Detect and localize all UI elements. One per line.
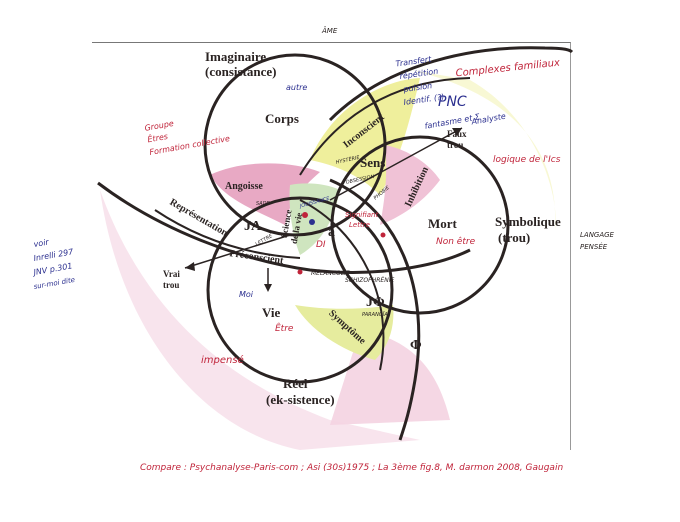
note-autre: autre bbox=[286, 83, 307, 92]
note-pnc: PNC bbox=[438, 94, 467, 110]
note-signifiant-lettre: Lettre bbox=[349, 221, 370, 229]
dot-red-1 bbox=[302, 212, 308, 218]
note-langage: LANGAGE bbox=[580, 231, 615, 239]
note-moi: Moi bbox=[239, 290, 254, 299]
note-voir-3: JNV p.301 bbox=[31, 261, 73, 277]
note-etre: Être bbox=[275, 322, 294, 334]
lens-symptome-yellow bbox=[295, 305, 394, 360]
circle-symbolique bbox=[330, 135, 510, 315]
footer-note: Compare : Psychanalyse-Paris-com ; Asi (… bbox=[140, 462, 563, 473]
label-reel: Réel bbox=[283, 376, 308, 391]
label-ja: JA bbox=[244, 219, 262, 234]
label-symbolique: Symbolique bbox=[495, 214, 561, 229]
note-voir-1: voir bbox=[33, 237, 50, 249]
label-phi: Φ bbox=[410, 338, 422, 353]
circle-reel bbox=[206, 196, 394, 384]
label-vrai: Vrai bbox=[163, 269, 180, 279]
band-outer-top-inner bbox=[299, 77, 471, 176]
arrow-head-vrai-trou bbox=[185, 262, 195, 271]
note-di: DI bbox=[316, 240, 326, 250]
note-sade: SADE bbox=[256, 201, 270, 207]
label-symbolique-sub: (trou) bbox=[498, 230, 530, 245]
label-corps: Corps bbox=[265, 111, 299, 126]
label-a: a bbox=[328, 225, 335, 240]
note-obsession: OBSESSION bbox=[345, 174, 375, 186]
arrow-faux-trou bbox=[329, 127, 463, 201]
band-lower-swoop-inner bbox=[299, 199, 385, 371]
header-mark: ÂME bbox=[321, 26, 338, 35]
note-non-etre: Non être bbox=[436, 236, 476, 247]
label-vie: Vie bbox=[262, 305, 281, 320]
label-imaginaire: Imaginaire bbox=[205, 49, 266, 64]
note-transfert-3: pulsion bbox=[402, 81, 433, 94]
label-science-vie-1: Science bbox=[279, 209, 294, 239]
note-complexes: Complexes familiaux bbox=[455, 58, 560, 80]
label-representation: Représentation bbox=[168, 197, 230, 239]
label-faux-trou: trou bbox=[447, 140, 463, 150]
note-paranoia: PARANOÏA bbox=[362, 311, 388, 318]
note-signifiant: Signifiant bbox=[345, 211, 378, 219]
label-angoisse: Angoisse bbox=[225, 181, 263, 192]
dot-red-2 bbox=[297, 269, 303, 275]
label-imaginaire-sub: (consistance) bbox=[205, 64, 277, 79]
band-outer-left bbox=[97, 181, 471, 274]
label-mort: Mort bbox=[428, 216, 458, 231]
label-jphi: JΦ bbox=[366, 295, 385, 310]
note-left-2: Êtres bbox=[146, 130, 168, 144]
note-impense: impensé bbox=[201, 354, 244, 366]
band-outer-top bbox=[328, 46, 574, 122]
note-melancolie: MÉLANCOLIE bbox=[311, 269, 350, 277]
arrow-head-down bbox=[264, 284, 272, 292]
label-sens: Sens bbox=[360, 155, 385, 170]
label-reel-sub: (ek-sistence) bbox=[266, 392, 335, 407]
note-schizo: SCHIZOPHRÉNIE bbox=[345, 276, 394, 284]
arrow-head-faux-trou bbox=[452, 128, 462, 136]
note-left-1: Groupe bbox=[144, 119, 175, 133]
band-left-inner bbox=[154, 209, 301, 259]
paper-sheet bbox=[92, 42, 571, 450]
arrow-vrai-trou bbox=[184, 234, 291, 269]
note-voir-4: sur-moi dite bbox=[33, 276, 76, 291]
lens-angoisse-pink bbox=[210, 163, 320, 225]
dot-red-3 bbox=[380, 232, 386, 238]
label-vrai-trou: trou bbox=[163, 280, 179, 290]
note-pensee: PENSÉE bbox=[580, 242, 608, 251]
note-logique: logique de l'Ics bbox=[493, 155, 561, 165]
pink-wash-left bbox=[100, 190, 420, 450]
note-voir-2: Inrelli 297 bbox=[33, 247, 75, 263]
label-preconscient: Préconscient bbox=[229, 248, 285, 267]
label-faux: Faux bbox=[447, 129, 467, 139]
band-lower-swoop bbox=[329, 178, 421, 441]
dot-blue-1 bbox=[309, 219, 315, 225]
